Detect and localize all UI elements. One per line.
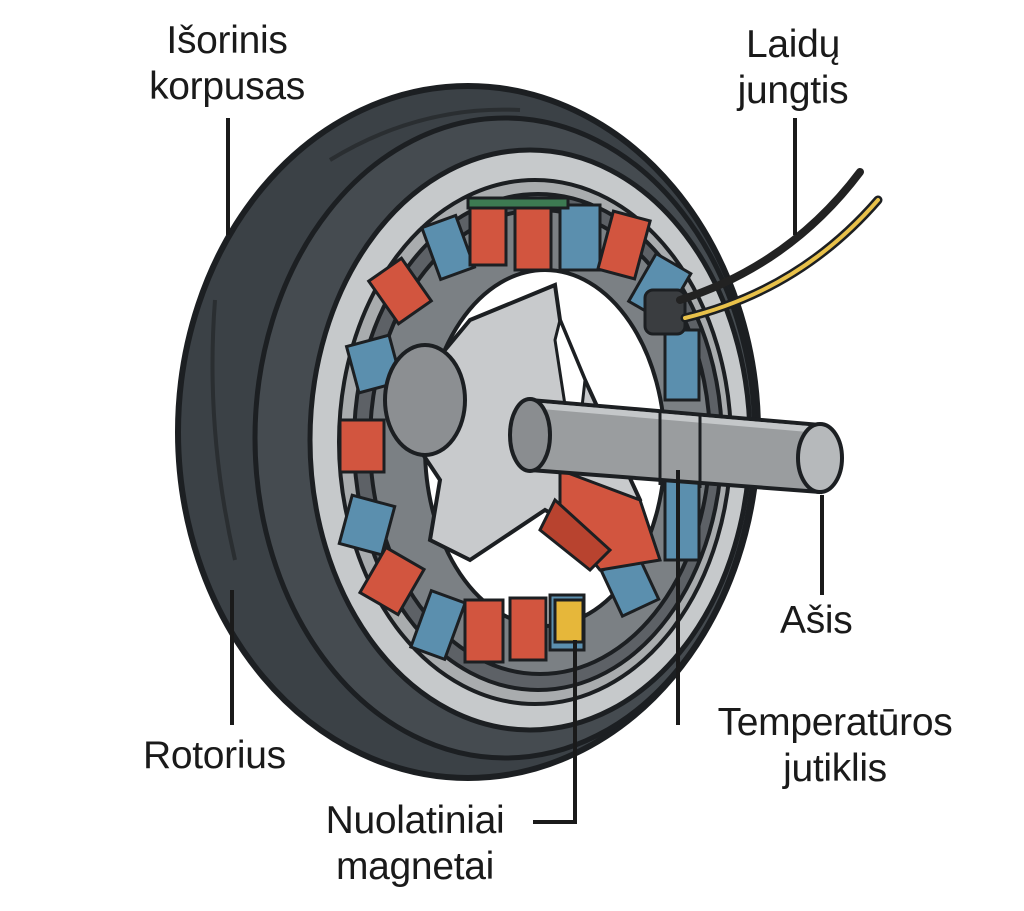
label-wire-connector-line1: Laidų — [746, 23, 840, 66]
wire-connector — [643, 168, 883, 336]
label-wire-connector-line2: jungtis — [737, 69, 849, 112]
label-rotor-text: Rotorius — [143, 734, 286, 777]
label-rotor: Rotorius — [143, 733, 286, 779]
axle-shaft — [508, 397, 844, 495]
label-permanent-magnets-line1: Nuolatiniai — [325, 799, 505, 842]
leader-lines — [226, 118, 824, 824]
label-temperature-sensor-line1: Temperatūros — [717, 701, 953, 744]
label-outer-housing-line1: Išorinis — [166, 19, 288, 62]
label-permanent-magnets: Nuolatiniai magnetai — [300, 798, 530, 890]
label-temperature-sensor-line2: jutiklis — [783, 747, 887, 790]
leader-permanent-magnets — [533, 640, 577, 824]
permanent-magnets — [337, 196, 701, 664]
label-permanent-magnets-line2: magnetai — [335, 845, 495, 888]
label-temperature-sensor: Temperatūros jutiklis — [690, 700, 980, 792]
label-outer-housing: Išorinis korpusas — [132, 18, 322, 110]
label-axle: Ašis — [780, 598, 853, 644]
label-wire-connector: Laidų jungtis — [718, 22, 868, 114]
label-outer-housing-line2: korpusas — [149, 65, 305, 108]
label-axle-text: Ašis — [780, 599, 853, 642]
hub-spider — [383, 282, 662, 573]
temperature-sensor-chip — [553, 598, 585, 644]
